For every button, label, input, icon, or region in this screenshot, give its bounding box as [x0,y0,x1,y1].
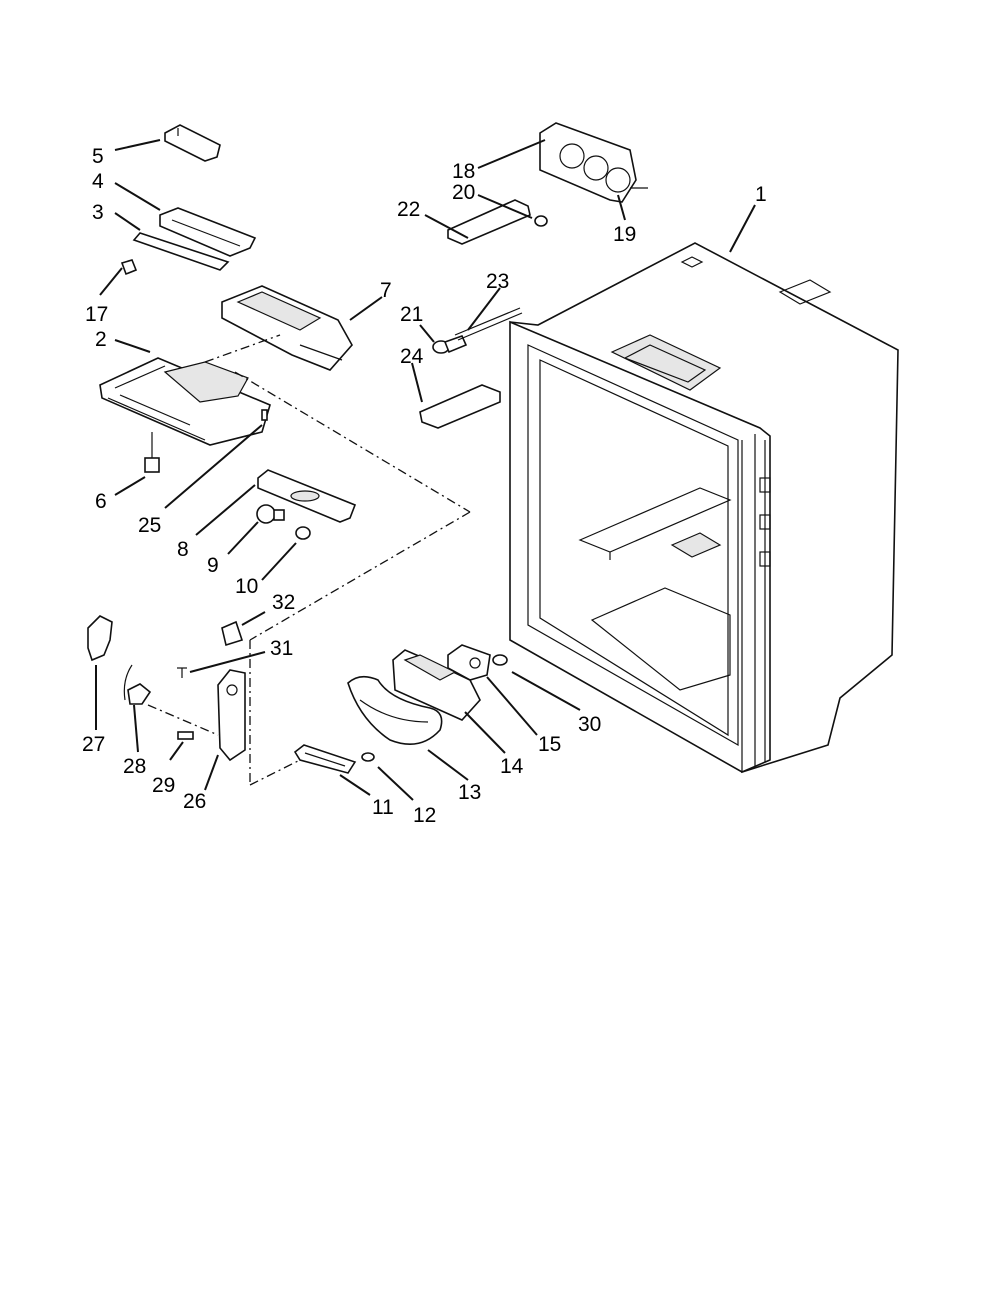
lamp-bulb-part [256,504,285,524]
callout-11: 11 [372,796,394,819]
callout-22: 22 [397,198,420,221]
callout-21: 21 [400,303,423,326]
callout-24: 24 [400,345,424,368]
light-socket-part [144,432,160,473]
callout-14: 14 [500,755,524,778]
callout-30: 30 [578,713,601,736]
bracket-rail-part [447,199,531,245]
callout-31: 31 [270,637,293,660]
callout-28: 28 [123,755,146,778]
callout-1: 1 [755,183,767,206]
callout-18: 18 [452,160,475,183]
callout-8: 8 [177,538,189,561]
callout-13: 13 [458,781,481,804]
callout-17: 17 [85,303,108,326]
clip-part [120,259,138,276]
callout-26: 26 [183,790,206,813]
light-housing-part [159,207,257,257]
liner-part [509,242,899,774]
assembly-guide-lines [147,334,471,786]
bracket-part [392,649,481,721]
callout-12: 12 [413,804,436,827]
knob-part [295,526,311,540]
callout-29: 29 [152,774,175,797]
callout-6: 6 [95,490,107,513]
callout-19: 19 [613,223,636,246]
callout-3: 3 [92,201,104,224]
grommet-part [534,215,548,227]
fan-assembly-part [539,122,648,203]
fastener-part [261,409,268,421]
callout-20: 20 [452,181,475,204]
callout-9: 9 [207,554,219,577]
control-panel-part [257,469,357,523]
wire-harness-part [454,307,523,341]
callout-27: 27 [82,733,105,756]
callout-23: 23 [486,270,509,293]
callout-15: 15 [538,733,561,756]
callout-4: 4 [92,170,104,193]
switch-cover-part [164,124,221,162]
callout-32: 32 [272,591,295,614]
callout-10: 10 [235,575,258,598]
hinge-part [87,615,113,662]
hose-guide-part [123,664,152,705]
thermistor-part [432,334,468,354]
screw-small-part [177,667,187,678]
support-rail-part [419,384,501,429]
callout-25: 25 [138,514,161,537]
light-shield-part [132,232,230,271]
screw-part [361,752,375,762]
plug-part [492,654,508,666]
control-housing-part [99,357,271,446]
air-duct-cover-part [221,285,353,371]
callout-2: 2 [95,328,107,351]
valve-part [447,644,491,681]
callout-labels: 1 2 3 4 5 6 7 8 9 10 11 12 13 14 15 17 1… [82,145,767,827]
trim-piece-part [293,744,357,774]
callout-7: 7 [380,279,392,302]
leader-lines [95,139,756,801]
shim-part [221,620,244,647]
clip-small-part [177,731,194,740]
crisper-cover-part [347,675,443,746]
cover-panel-part [217,669,246,762]
callout-5: 5 [92,145,104,168]
